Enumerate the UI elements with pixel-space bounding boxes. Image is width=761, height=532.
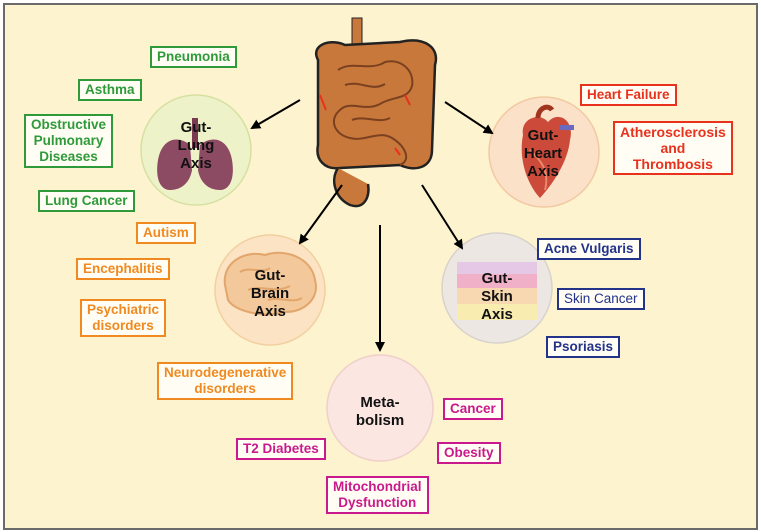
arrow-to-heart <box>444 101 494 135</box>
disease-neurodegenerative: Neurodegenerative disorders <box>157 362 294 400</box>
lung-axis-label: Gut- Lung Axis <box>177 119 215 172</box>
disease-atherosclerosis: Atherosclerosis and Thrombosis <box>613 121 733 175</box>
disease-obstructive-pulmonary: Obstructive Pulmonary Diseases <box>24 114 114 168</box>
disease-acne-vulgaris: Acne Vulgaris <box>537 238 641 260</box>
disease-cancer: Cancer <box>443 398 503 420</box>
lungs-icon <box>157 118 233 190</box>
disease-skin-cancer: Skin Cancer <box>557 288 645 310</box>
disease-psychiatric: Psychiatric disorders <box>80 299 167 337</box>
disease-lung-cancer: Lung Cancer <box>38 190 135 212</box>
skin-layers-icon <box>457 262 537 320</box>
disease-autism: Autism <box>136 222 196 244</box>
disease-asthma: Asthma <box>78 79 142 101</box>
metabolism-circle <box>326 354 434 462</box>
arrow-to-lung <box>250 99 301 130</box>
disease-t2-diabetes: T2 Diabetes <box>236 438 326 460</box>
disease-pneumonia: Pneumonia <box>150 46 237 68</box>
disease-mitochondrial: Mitochondrial Dysfunction <box>326 476 429 514</box>
heart-axis-label: Gut- Heart Axis <box>523 127 563 180</box>
arrow-to-skin <box>421 184 464 250</box>
skin-axis-label: Gut- Skin Axis <box>481 270 513 323</box>
disease-psoriasis: Psoriasis <box>546 336 621 358</box>
disease-obesity: Obesity <box>437 442 501 464</box>
intestine-icon <box>315 17 438 208</box>
disease-encephalitis: Encephalitis <box>76 258 170 280</box>
metabolism-label: Meta- bolism <box>355 394 405 429</box>
brain-axis-label: Gut- Brain Axis <box>250 267 290 320</box>
arrow-to-brain <box>298 184 343 245</box>
brain-icon <box>223 251 317 316</box>
heart-icon <box>521 104 574 198</box>
disease-heart-failure: Heart Failure <box>580 84 677 106</box>
